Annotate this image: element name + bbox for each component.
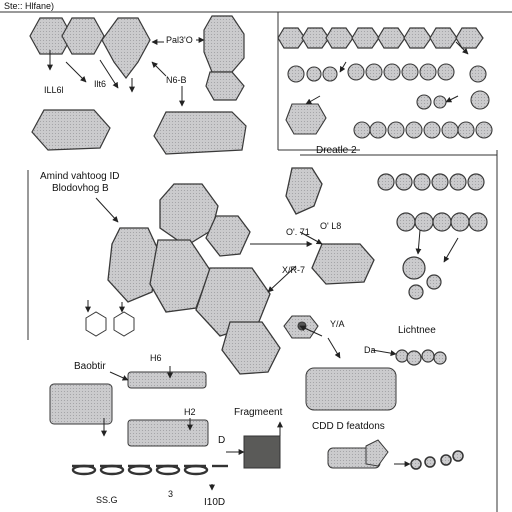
small-hex-pair bbox=[85, 311, 135, 337]
o-i8-label: O' L8 bbox=[320, 221, 342, 231]
hexagon bbox=[351, 27, 380, 49]
o-71-label: O'. 71 bbox=[286, 227, 310, 237]
blodovhog-label: Blodovhog B bbox=[52, 183, 109, 194]
hexagon bbox=[277, 27, 306, 49]
central-arrows bbox=[85, 197, 341, 359]
ill6l-label: ILL6l bbox=[44, 85, 64, 95]
hexagon bbox=[429, 27, 458, 49]
hexagon bbox=[403, 27, 432, 49]
i10d-label: I10D bbox=[204, 497, 226, 508]
top-title: Ste:: Hlfane) bbox=[4, 1, 55, 11]
lichtnee-label: Lichtnee bbox=[398, 325, 436, 336]
bottom-chain bbox=[71, 464, 228, 476]
hexagon bbox=[455, 27, 484, 49]
hexagon bbox=[205, 215, 251, 257]
hexagon bbox=[203, 15, 245, 73]
amind-vahtoog-label: Amind vahtoog ID bbox=[40, 171, 120, 182]
hexagon bbox=[159, 183, 219, 247]
bottom-left-blocks bbox=[49, 367, 397, 469]
fragment-block bbox=[243, 435, 281, 469]
three-label: 3 bbox=[168, 489, 174, 499]
d-label: D bbox=[218, 435, 226, 446]
n6-b-label: N6-B bbox=[166, 75, 187, 85]
hexagon bbox=[221, 321, 281, 375]
panel-frames bbox=[0, 11, 512, 512]
top-right-bead-chain-1 bbox=[287, 63, 487, 83]
top-right-hex-chain bbox=[277, 27, 484, 49]
hexagon bbox=[325, 27, 354, 49]
h6-label: H6 bbox=[150, 353, 162, 363]
top-left-hex-cluster bbox=[29, 15, 245, 101]
bottom-arrows bbox=[101, 366, 411, 491]
xr7-label: X/R-7 bbox=[282, 265, 306, 275]
cdd-featdons-label: CDD D featdons bbox=[312, 421, 385, 432]
h2-label: H2 bbox=[184, 407, 196, 417]
hexagon bbox=[61, 17, 105, 55]
right-bead-chain-2 bbox=[377, 173, 488, 366]
hexagon bbox=[301, 27, 330, 49]
hexagon bbox=[377, 27, 406, 49]
ya-label: Y/A bbox=[330, 319, 345, 329]
hexagon bbox=[285, 167, 323, 215]
ilt6-label: Ilt6 bbox=[94, 79, 107, 89]
hexagon bbox=[107, 227, 161, 303]
hexagon bbox=[205, 71, 245, 101]
right-bottom-links bbox=[410, 450, 464, 470]
top-right-arrows bbox=[305, 41, 469, 105]
top-left-blobs bbox=[31, 109, 247, 155]
fragmeent-label: Fragmeent bbox=[234, 407, 283, 418]
central-hex-assembly bbox=[107, 167, 375, 375]
da-label: Da bbox=[364, 345, 376, 355]
hexagon bbox=[101, 17, 151, 79]
pa-label: Pal3'O bbox=[166, 35, 193, 45]
ssg-label: SS.G bbox=[96, 495, 118, 505]
rounded-block bbox=[31, 109, 111, 151]
right-mid-arrows bbox=[371, 229, 459, 357]
hexagon bbox=[29, 17, 73, 55]
rounded-block bbox=[153, 111, 247, 155]
top-left-arrows bbox=[47, 37, 205, 107]
top-right-blobs bbox=[285, 90, 493, 139]
dreatle-2-label: Dreatle 2 bbox=[316, 145, 357, 156]
baobtir-label: Baobtir bbox=[74, 361, 106, 372]
hexagon bbox=[311, 243, 375, 285]
